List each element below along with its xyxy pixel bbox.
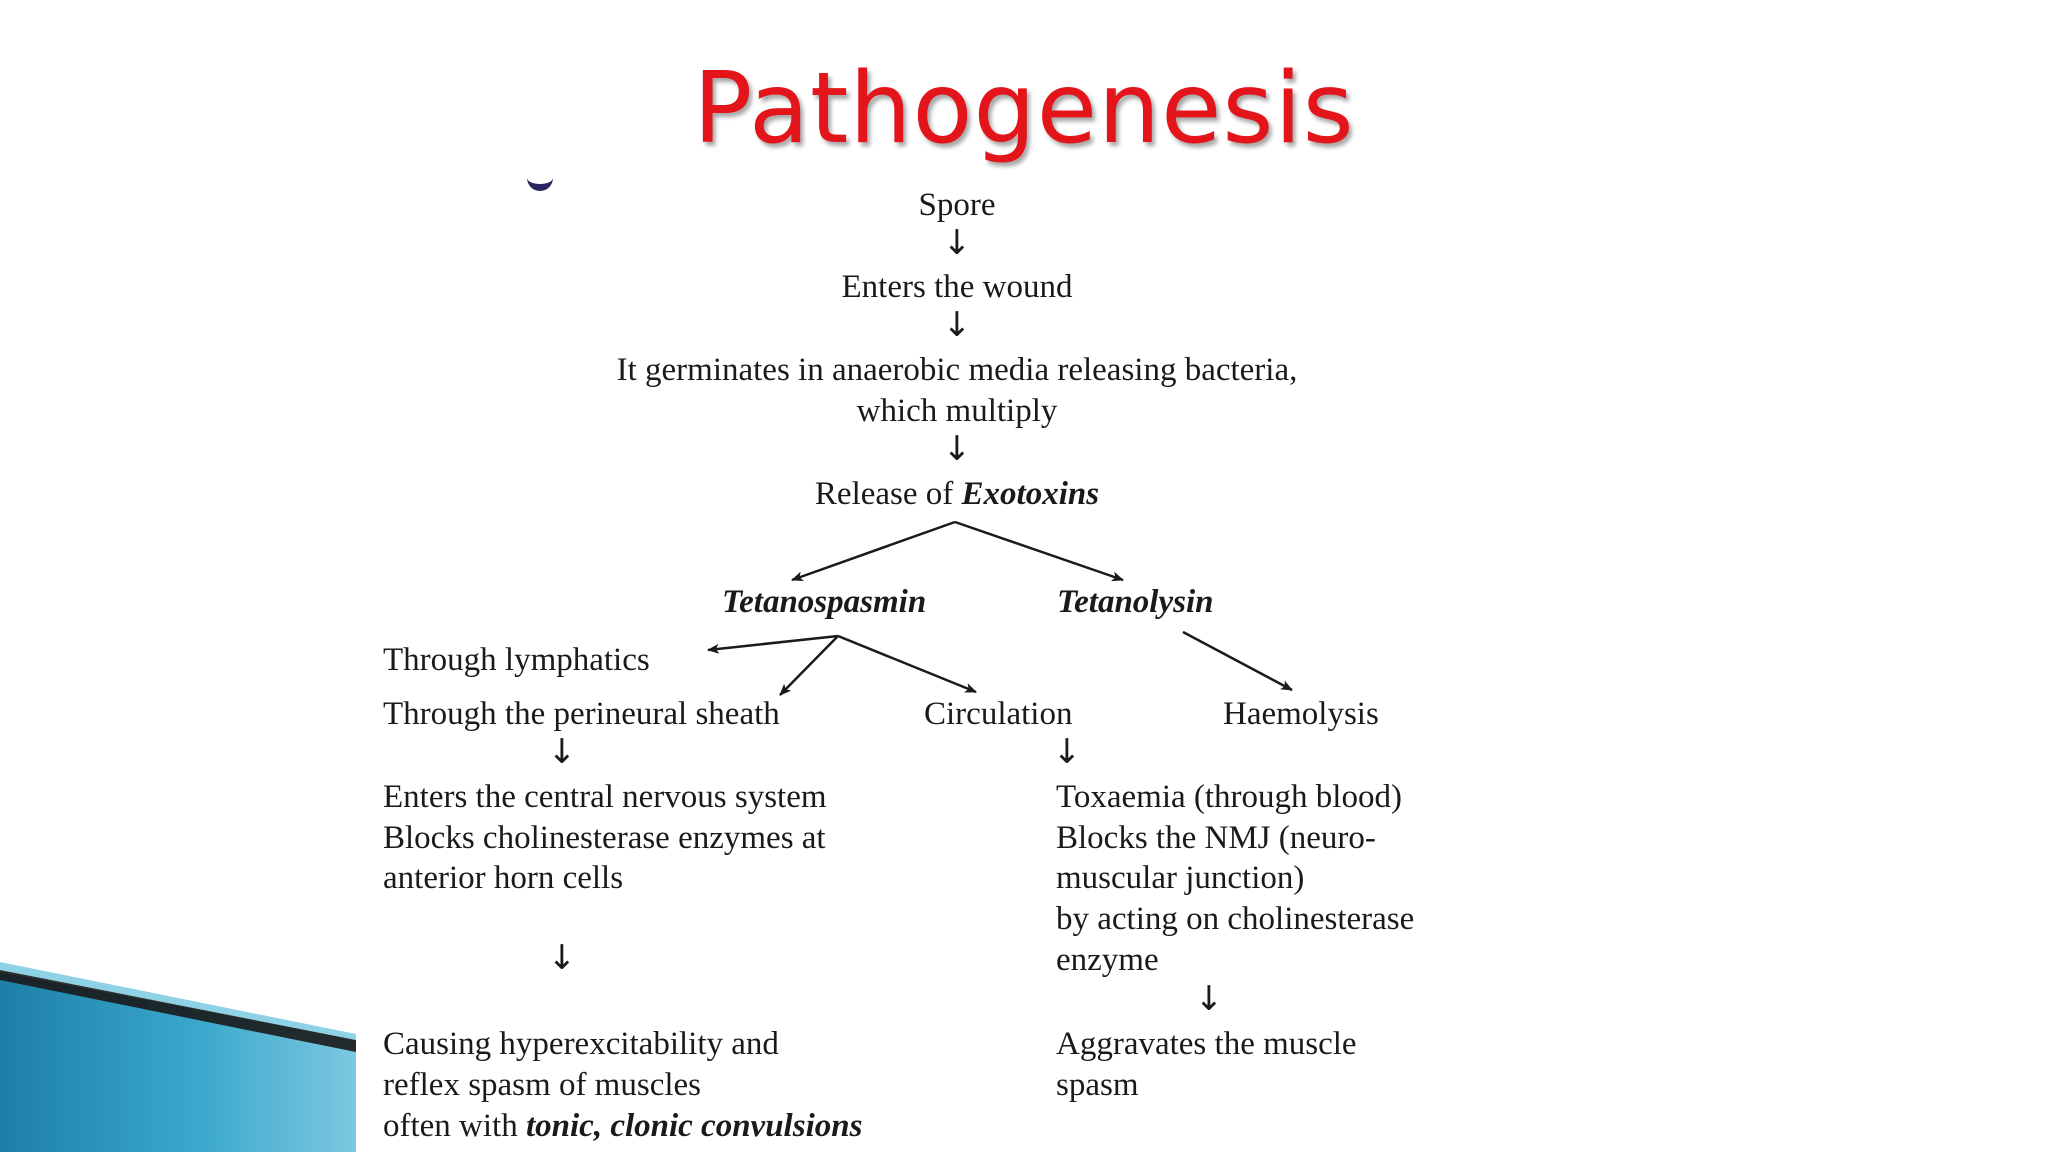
- node-toxaemia-line1: Toxaemia (through blood): [1056, 779, 1402, 815]
- node-cns-line1: Enters the central nervous system: [383, 779, 827, 815]
- node-toxaemia-line3: muscular junction): [1056, 860, 1305, 896]
- node-spore: Spore: [918, 187, 996, 223]
- down-arrow-3: ↓: [942, 429, 972, 469]
- node-perineural-sheath: Through the perineural sheath: [383, 696, 780, 732]
- node-toxaemia-line5: enzyme: [1056, 942, 1159, 978]
- node-aggravates-line1: Aggravates the muscle: [1056, 1026, 1357, 1062]
- node-hyper-line1: Causing hyperexcitability and: [383, 1026, 779, 1062]
- release-exotoxins-em: Exotoxins: [961, 476, 1100, 512]
- node-cns-line3: anterior horn cells: [383, 860, 624, 896]
- arrow-to-lymphatics: [707, 634, 839, 654]
- arrow-to-tetanospasmin: [791, 520, 956, 582]
- down-arrow-1: ↓: [942, 223, 972, 263]
- down-arrow-left-2: ↓: [547, 938, 577, 978]
- node-circulation: Circulation: [924, 696, 1073, 732]
- corner-decoration: [0, 962, 356, 1152]
- arrow-to-tetanolysin: [954, 520, 1124, 582]
- node-cns-line2: Blocks cholinesterase enzymes at: [383, 820, 826, 856]
- node-tetanospasmin: Tetanospasmin: [722, 584, 927, 620]
- node-aggravates-line2: spasm: [1056, 1067, 1139, 1103]
- release-prefix: Release of: [814, 476, 962, 512]
- node-tetanolysin: Tetanolysin: [1057, 584, 1214, 620]
- down-arrow-right-1: ↓: [1052, 732, 1082, 772]
- arrow-to-haemolysis: [1182, 630, 1293, 692]
- slide-title: Pathogenesis: [693, 52, 1355, 166]
- arrow-to-circulation: [837, 634, 977, 694]
- node-lymphatics: Through lymphatics: [383, 642, 650, 678]
- hyper-line3-em: tonic, clonic convulsions: [525, 1108, 863, 1144]
- text-fragment-mark: [527, 174, 553, 191]
- node-hyper-line2: reflex spasm of muscles: [383, 1067, 701, 1103]
- node-hyper-line3: often with tonic, clonic convulsions: [383, 1106, 862, 1147]
- down-arrow-2: ↓: [942, 305, 972, 345]
- hyper-line3-prefix: often with: [383, 1108, 526, 1144]
- node-toxaemia-line2: Blocks the NMJ (neuro-: [1056, 820, 1376, 856]
- node-release-exotoxins: Release of Exotoxins: [657, 474, 1257, 515]
- node-enters-wound: Enters the wound: [841, 269, 1073, 305]
- arrow-to-perineural: [779, 635, 839, 696]
- down-arrow-right-2: ↓: [1194, 979, 1224, 1019]
- node-haemolysis: Haemolysis: [1223, 696, 1379, 732]
- node-toxaemia-line4: by acting on cholinesterase: [1056, 901, 1415, 937]
- node-germinates-line1: It germinates in anaerobic media releasi…: [616, 352, 1298, 388]
- node-germinates-line2: which multiply: [856, 393, 1058, 429]
- down-arrow-left-1: ↓: [547, 732, 577, 772]
